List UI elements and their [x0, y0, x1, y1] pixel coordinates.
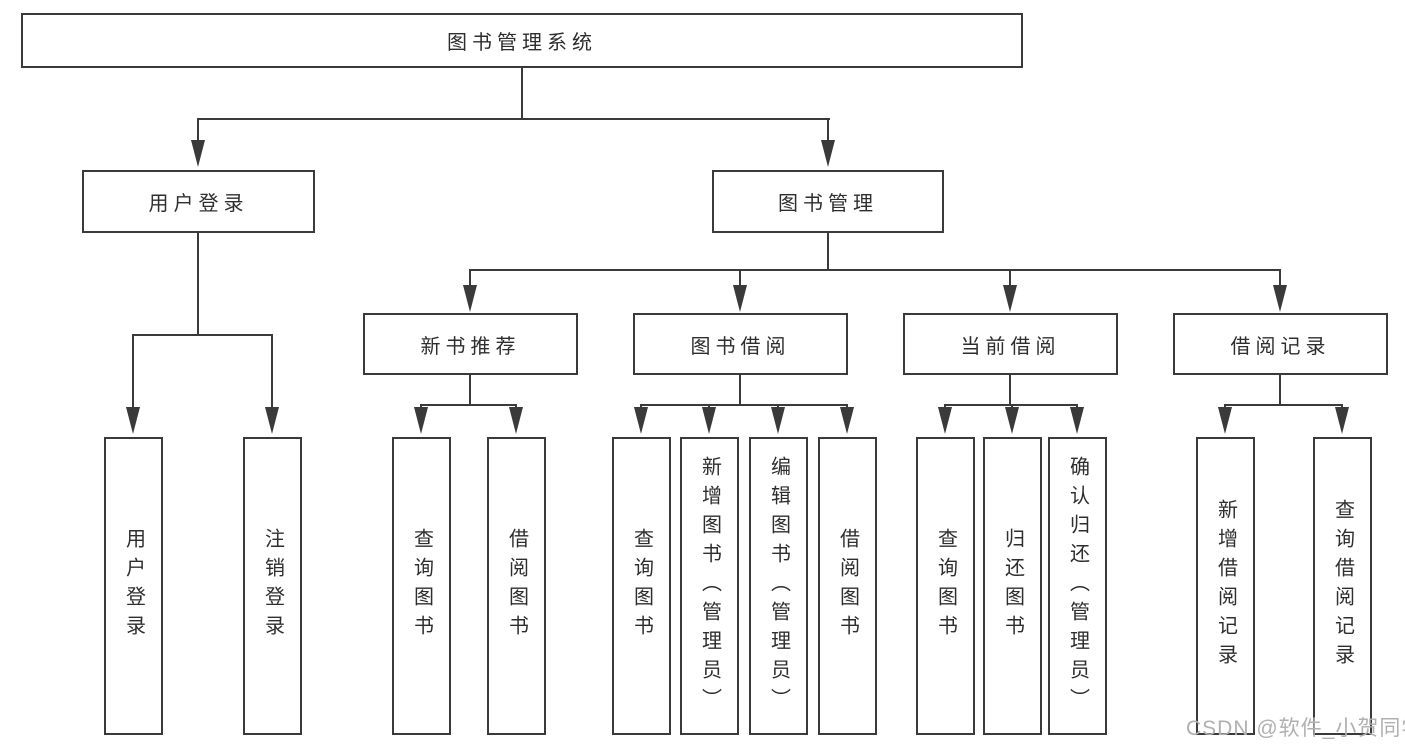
node-borrow-records: 借阅记录: [1173, 313, 1388, 375]
leaf-label: 查询图书: [934, 528, 957, 644]
arrow-down-icon: [702, 407, 716, 434]
connector-line: [739, 375, 741, 406]
node-current-borrow: 当前借阅: [903, 313, 1118, 375]
leaf-confirm-return-admin: 确认归还（管理员）: [1048, 437, 1107, 735]
connector-line: [1279, 375, 1281, 406]
connector-line: [469, 269, 471, 289]
arrow-down-icon: [733, 285, 747, 312]
arrow-down-icon: [191, 140, 205, 167]
arrow-down-icon: [414, 407, 428, 434]
arrow-down-icon: [463, 285, 477, 312]
connector-line: [640, 404, 848, 406]
node-book-borrow: 图书借阅: [633, 313, 848, 375]
connector-line: [739, 269, 741, 289]
leaf-label: 查询借阅记录: [1331, 499, 1354, 673]
connector-line: [420, 404, 517, 406]
arrow-down-icon: [1005, 407, 1019, 434]
connector-line: [197, 118, 830, 120]
leaf-edit-book-admin: 编辑图书（管理员）: [749, 437, 808, 735]
arrow-down-icon: [938, 407, 952, 434]
arrow-down-icon: [1003, 285, 1017, 312]
node-user-login: 用户登录: [82, 170, 315, 233]
connector-line: [827, 233, 829, 271]
leaf-label: 新增图书（管理员）: [698, 455, 721, 717]
arrow-down-icon: [509, 407, 523, 434]
connector-line: [469, 269, 1281, 271]
leaf-label: 查询图书: [630, 528, 653, 644]
connector-line: [197, 233, 199, 336]
arrow-down-icon: [1335, 407, 1349, 434]
leaf-label: 查询图书: [410, 528, 433, 644]
watermark-text: CSDN @软件_小贺同学: [1186, 717, 1405, 740]
connector-line: [521, 67, 523, 119]
leaf-add-book-admin: 新增图书（管理员）: [680, 437, 739, 735]
node-root: 图书管理系统: [21, 13, 1023, 68]
leaf-borrow-books-recommend: 借阅图书: [487, 437, 546, 735]
leaf-label: 借阅图书: [505, 528, 528, 644]
connector-line: [1009, 269, 1011, 289]
arrow-down-icon: [771, 407, 785, 434]
leaf-user-login: 用户登录: [104, 437, 163, 735]
arrow-down-icon: [1273, 285, 1287, 312]
leaf-return-book: 归还图书: [983, 437, 1042, 735]
leaf-query-borrow-record: 查询借阅记录: [1313, 437, 1372, 735]
connector-line: [132, 334, 134, 410]
node-new-book-recommend: 新书推荐: [363, 313, 578, 375]
leaf-borrow-books: 借阅图书: [818, 437, 877, 735]
connector-line: [1279, 269, 1281, 289]
leaf-label: 用户登录: [122, 528, 145, 644]
leaf-label: 注销登录: [261, 528, 284, 644]
connector-line: [827, 118, 829, 142]
leaf-label: 新增借阅记录: [1214, 499, 1237, 673]
connector-line: [271, 334, 273, 410]
leaf-query-books-recommend: 查询图书: [392, 437, 451, 735]
leaf-label: 归还图书: [1001, 528, 1024, 644]
leaf-label: 确认归还（管理员）: [1066, 455, 1089, 717]
connector-line: [197, 118, 199, 142]
leaf-label: 借阅图书: [836, 528, 859, 644]
arrow-down-icon: [1070, 407, 1084, 434]
leaf-logout: 注销登录: [243, 437, 302, 735]
arrow-down-icon: [634, 407, 648, 434]
arrow-down-icon: [840, 407, 854, 434]
connector-line: [1224, 404, 1343, 406]
node-book-management: 图书管理: [712, 170, 944, 233]
connector-line: [132, 334, 273, 336]
arrow-down-icon: [1218, 407, 1232, 434]
arrow-down-icon: [265, 407, 279, 434]
arrow-down-icon: [821, 140, 835, 167]
leaf-label: 编辑图书（管理员）: [767, 455, 790, 717]
arrow-down-icon: [126, 407, 140, 434]
leaf-query-books-current: 查询图书: [916, 437, 975, 735]
connector-line: [1009, 375, 1011, 406]
leaf-query-books-borrow: 查询图书: [612, 437, 671, 735]
connector-line: [469, 375, 471, 406]
leaf-add-borrow-record: 新增借阅记录: [1196, 437, 1255, 735]
